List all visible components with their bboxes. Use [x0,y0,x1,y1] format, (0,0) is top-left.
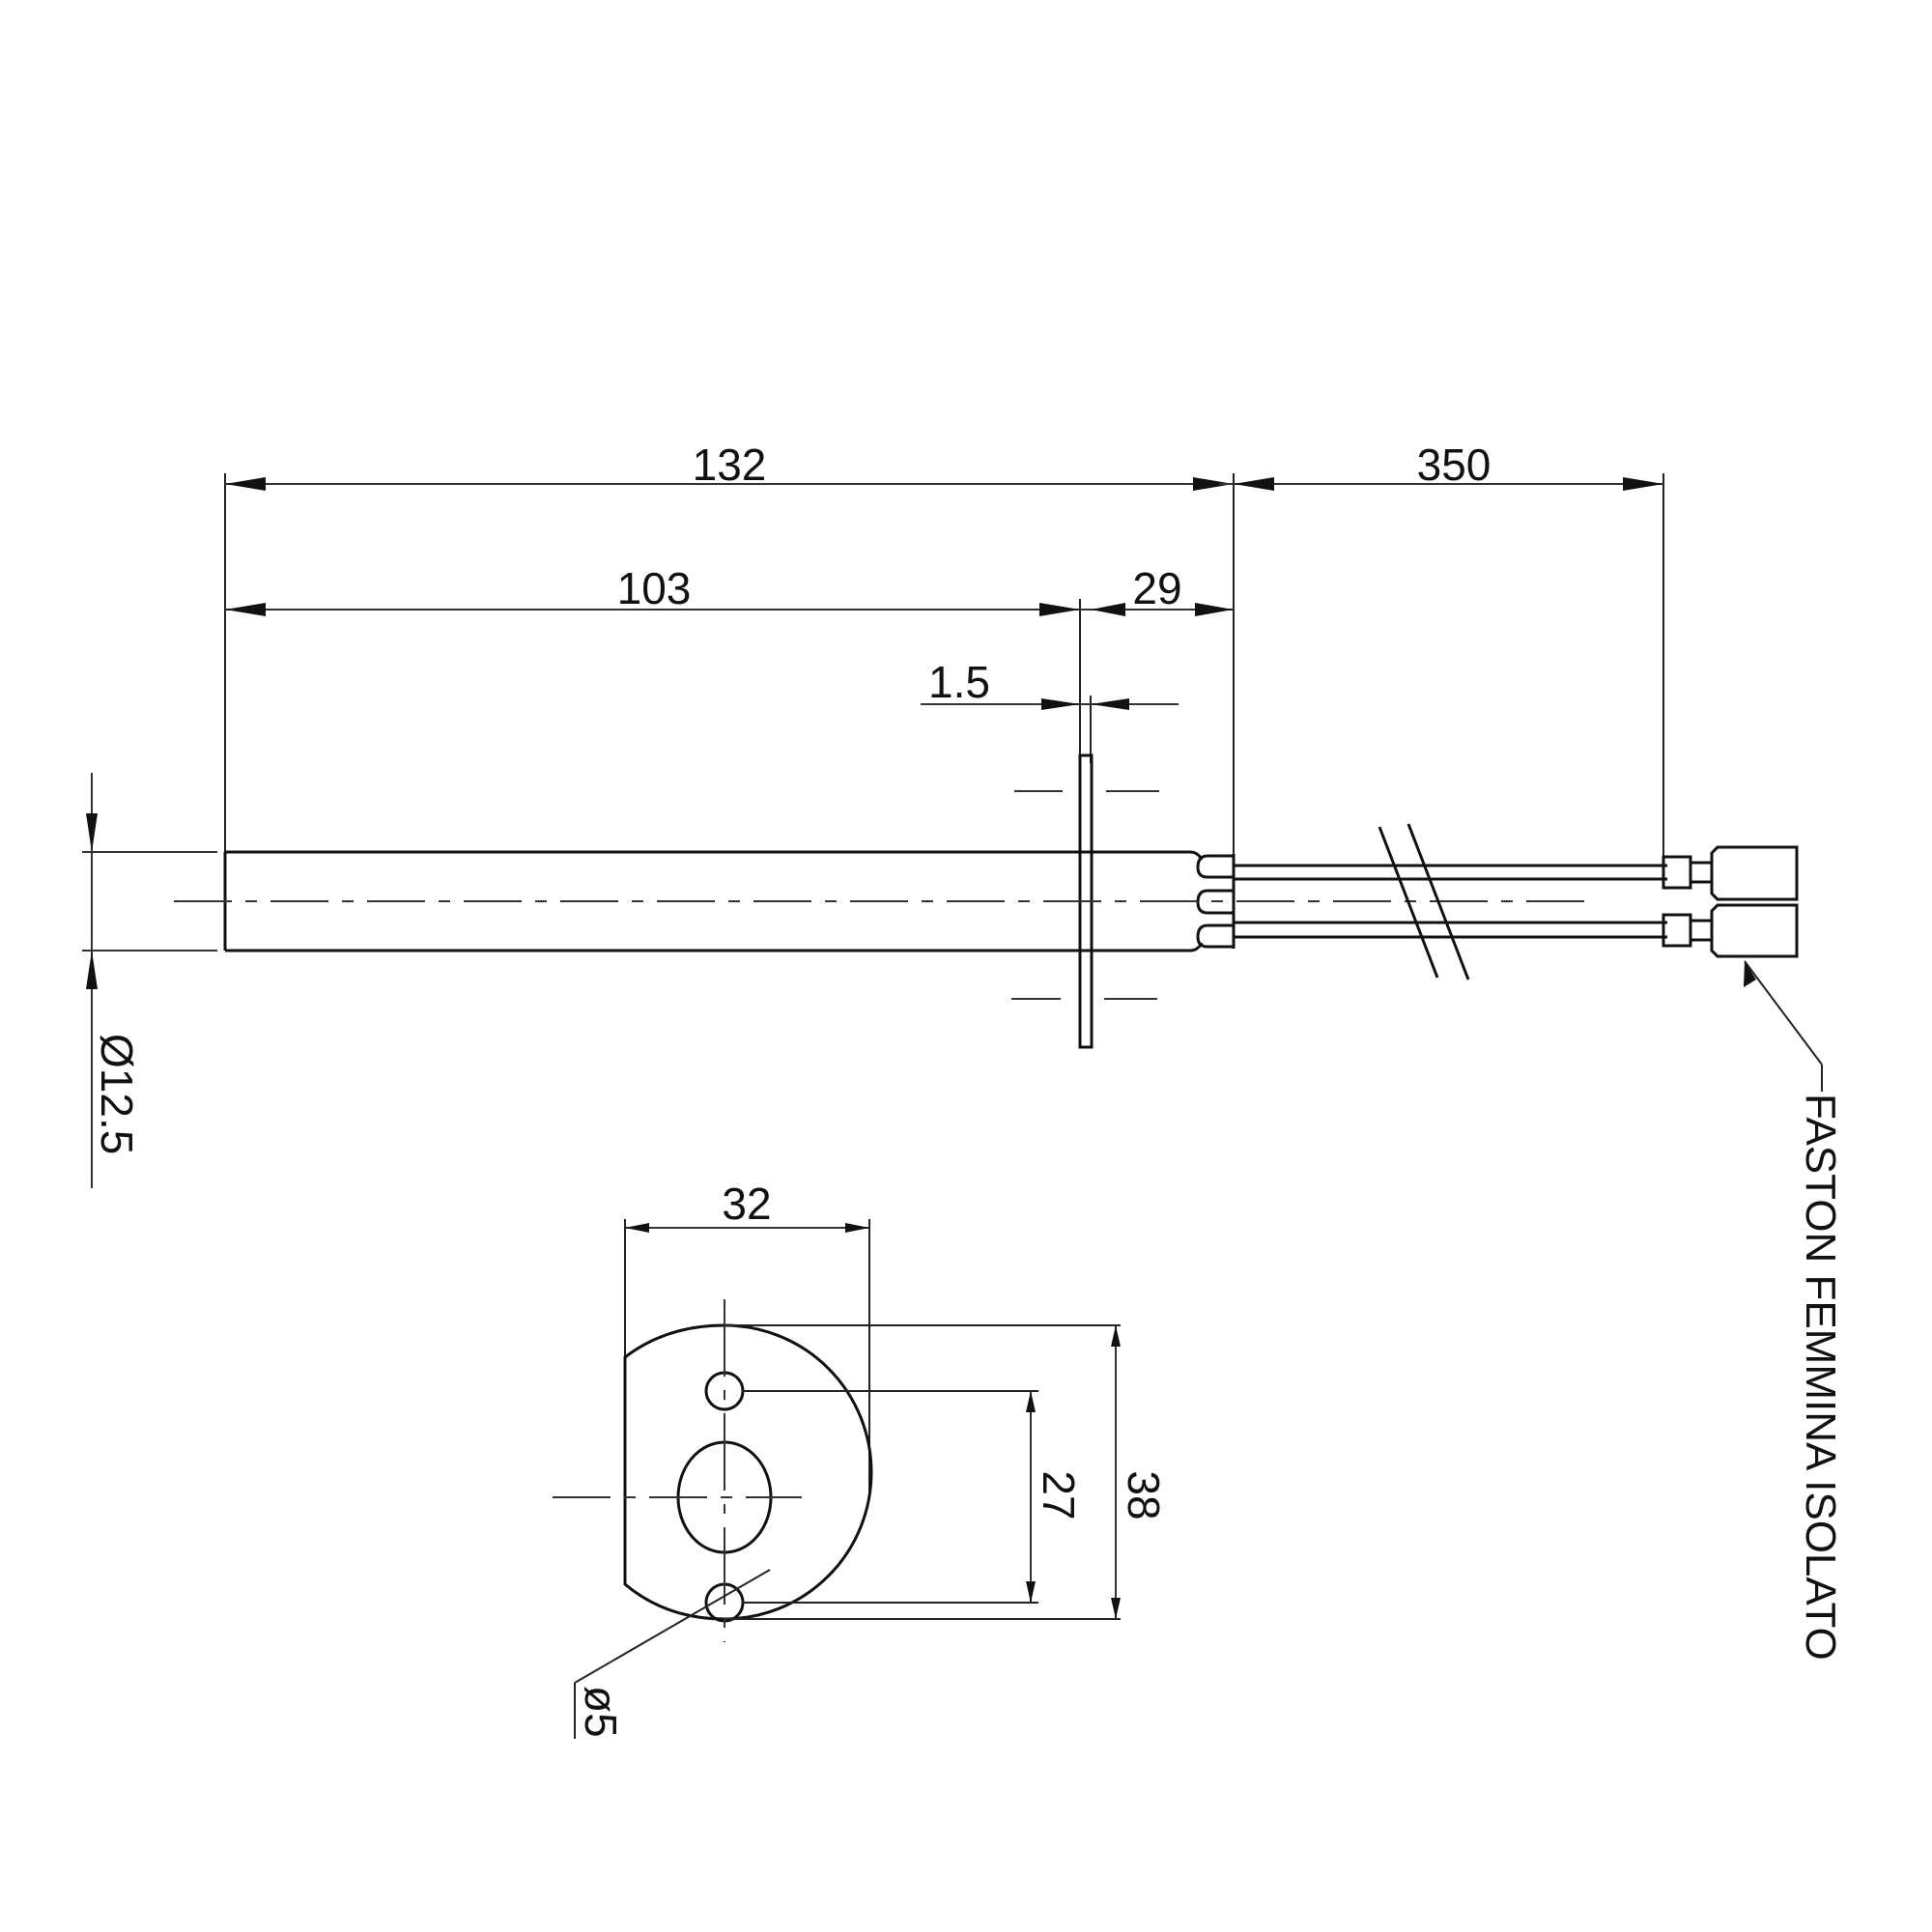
flange-view: 32 27 38 ø5 [553,1179,1169,1739]
faston-label: FASTON FEMMINA ISOLATO [1797,1094,1844,1661]
dimension-350: 350 [1219,440,1663,491]
dimension-29: 29 [1080,563,1234,616]
wires [1234,864,1667,939]
dimension-103: 103 [225,563,1080,616]
dim-label-103: 103 [617,563,692,613]
dim-label-29: 29 [1132,563,1181,613]
dim-label-hole-diameter: ø5 [576,1686,626,1738]
dimension-132: 132 [225,440,1234,491]
dimension-diameter: Ø12.5 [82,773,217,1188]
faston-connectors [1662,845,1799,958]
dim-label-1-5: 1.5 [928,657,990,707]
dimension-1-5: 1.5 [921,657,1179,710]
dim-label-27: 27 [1034,1470,1084,1520]
dim-label-diameter: Ø12.5 [92,1034,142,1154]
dim-label-38: 38 [1119,1470,1169,1520]
dim-label-350: 350 [1417,440,1492,490]
flange-outline [623,1323,873,1621]
dim-label-132: 132 [693,440,767,490]
side-view: 132 350 103 29 1.5 [82,440,1844,1661]
dim-label-32: 32 [722,1179,771,1229]
break-symbol [1378,823,1470,980]
faston-leader: FASTON FEMMINA ISOLATO [1744,960,1844,1661]
